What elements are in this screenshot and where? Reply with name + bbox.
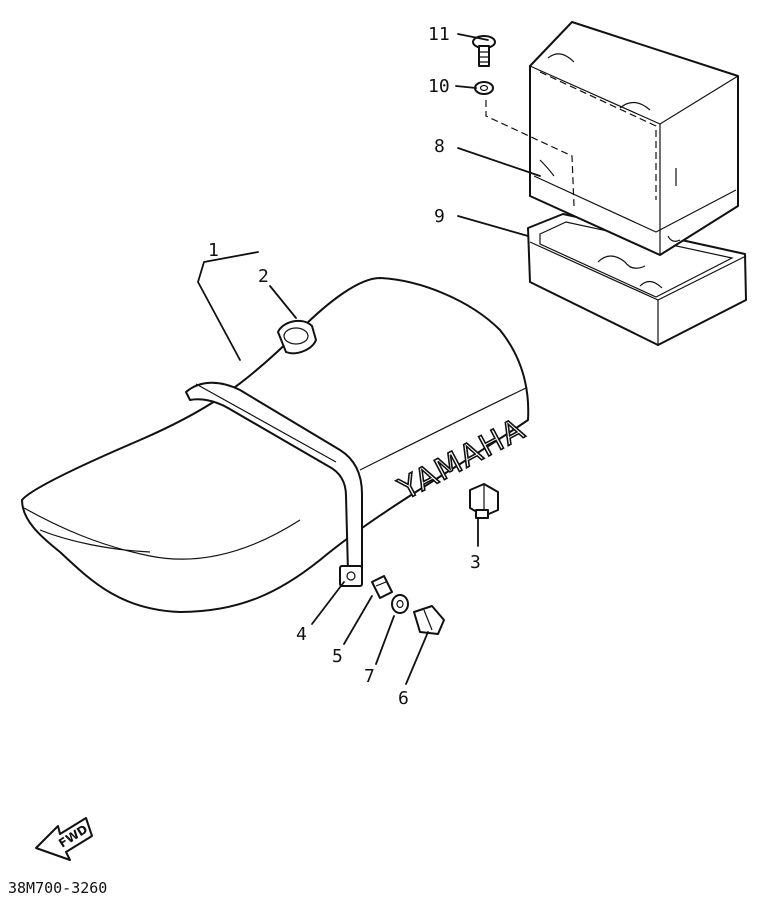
callout-1: 1 — [208, 240, 219, 261]
battery — [529, 21, 739, 256]
cap-icon — [277, 319, 317, 355]
drawing-code: 38M700-3260 — [8, 879, 107, 897]
leader-lines — [197, 33, 541, 685]
seat-assembly: YAMAHA — [21, 277, 532, 613]
washer-small-icon — [391, 594, 409, 614]
clip-nut-icon — [371, 575, 393, 599]
callout-8: 8 — [434, 136, 445, 157]
seat — [21, 277, 530, 613]
callout-5: 5 — [332, 646, 343, 667]
fwd-arrow-icon: FWD — [35, 817, 93, 861]
callout-11: 11 — [428, 24, 450, 45]
bolt-icon — [469, 483, 499, 519]
battery-tray — [527, 213, 747, 346]
bolt-long-icon — [413, 605, 445, 635]
assembly-line — [485, 100, 575, 207]
screw-icon — [472, 35, 496, 67]
callout-2: 2 — [258, 266, 269, 287]
seat-strap — [185, 381, 363, 587]
callout-labels: 11 10 8 9 1 2 3 4 5 7 6 — [208, 24, 481, 709]
callout-9: 9 — [434, 206, 445, 227]
callout-4: 4 — [296, 624, 307, 645]
callout-3: 3 — [470, 552, 481, 573]
callout-10: 10 — [428, 76, 450, 97]
battery-box-assembly — [485, 21, 747, 346]
callout-7: 7 — [364, 666, 375, 687]
callout-6: 6 — [398, 688, 409, 709]
washer-icon — [474, 81, 494, 95]
